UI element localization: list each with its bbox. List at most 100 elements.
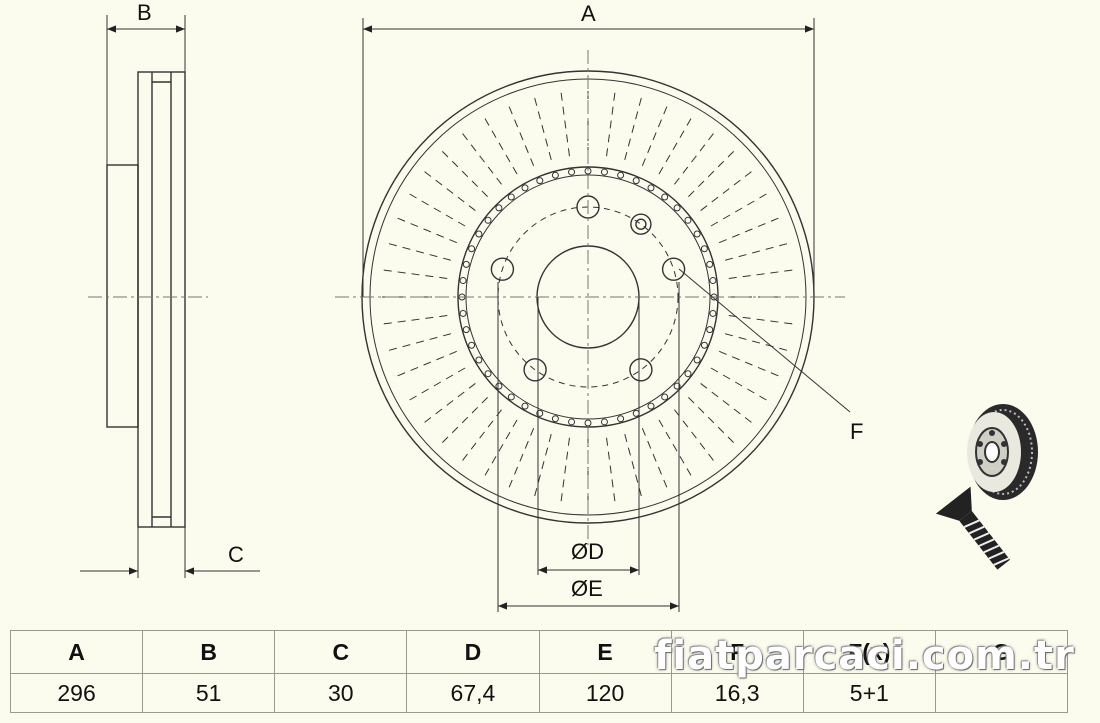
value-cell: 51 xyxy=(142,673,276,713)
vent-slot xyxy=(440,149,488,197)
value-cell: 120 xyxy=(538,673,672,713)
vent-slot xyxy=(725,242,790,261)
inner-notch xyxy=(706,260,714,268)
value-cell: 16,3 xyxy=(670,673,804,713)
header-cell: E xyxy=(538,630,672,674)
value-cell: 296 xyxy=(9,673,144,713)
header-cell: F xyxy=(670,630,804,674)
dimension-d-label: ØD xyxy=(571,539,604,564)
vent-slot xyxy=(407,367,466,402)
inner-notch xyxy=(693,230,701,238)
inner-notch xyxy=(459,309,467,317)
inner-notch xyxy=(551,171,559,179)
vent-slot xyxy=(700,383,754,425)
header-cell: C xyxy=(274,630,408,674)
inner-notch xyxy=(617,171,625,179)
inner-notch xyxy=(661,393,669,401)
dimension-c-label: C xyxy=(228,542,244,567)
vent-slot xyxy=(688,397,736,445)
inner-notch xyxy=(647,184,655,192)
vent-slot xyxy=(422,169,476,211)
value-cell xyxy=(934,673,1069,713)
vent-slot xyxy=(507,427,535,490)
inner-notch xyxy=(507,393,515,401)
inner-notch xyxy=(462,326,470,334)
vent-slot xyxy=(560,90,570,157)
vent-slot xyxy=(718,350,781,378)
vent-slot xyxy=(658,419,693,478)
inner-notch xyxy=(600,418,608,426)
vent-slot xyxy=(381,269,448,279)
inner-notch xyxy=(647,402,655,410)
vent-slot xyxy=(460,409,502,463)
screw-hole-outer xyxy=(630,213,652,235)
inner-notch xyxy=(617,415,625,423)
header-cell: B xyxy=(142,630,276,674)
inner-notch xyxy=(700,245,708,253)
inner-notch xyxy=(495,382,503,390)
specification-table: A B C D E F F(x) G 296 51 30 67,4 120 16… xyxy=(9,630,1069,713)
dimension-f-label: F xyxy=(850,419,863,444)
bolt-hole xyxy=(661,257,686,281)
value-cell: 5+1 xyxy=(802,673,936,713)
screw-hole-inner xyxy=(635,218,647,230)
brake-disc-3d-icon xyxy=(967,404,1038,500)
vent-slot xyxy=(728,269,795,279)
vent-slot xyxy=(533,434,552,499)
inner-notch xyxy=(521,184,529,192)
inner-notch xyxy=(600,168,608,176)
bolt-hole xyxy=(629,358,653,382)
inner-notch xyxy=(684,370,692,378)
inner-notches xyxy=(458,167,718,427)
countersunk-screw-icon xyxy=(935,486,1010,570)
inner-notch xyxy=(673,204,681,212)
table-row: 296 51 30 67,4 120 16,3 5+1 xyxy=(9,673,1069,713)
inner-notch xyxy=(632,409,640,417)
vent-slot xyxy=(422,383,476,425)
inner-notch xyxy=(568,168,576,176)
vent-slot xyxy=(700,169,754,211)
ventilation-slots xyxy=(380,89,796,505)
vent-slot xyxy=(533,95,552,160)
vent-slot xyxy=(395,350,458,378)
vent-slot xyxy=(641,427,669,490)
inner-notch xyxy=(475,356,483,364)
inner-notch xyxy=(468,245,476,253)
inner-notch xyxy=(484,216,492,224)
header-cell: D xyxy=(406,630,540,674)
vent-slot xyxy=(688,149,736,197)
value-cell: 67,4 xyxy=(406,673,540,713)
vent-slot xyxy=(483,419,518,478)
vent-slot xyxy=(658,116,693,175)
bolt-hole xyxy=(490,257,515,281)
inner-notch xyxy=(536,177,544,185)
inner-notch xyxy=(495,204,503,212)
header-cell: G xyxy=(934,630,1069,674)
inner-notch xyxy=(632,177,640,185)
front-view xyxy=(335,18,851,612)
vent-slot xyxy=(710,367,769,402)
vent-slot xyxy=(728,315,795,325)
inner-notch xyxy=(462,260,470,268)
vent-slot xyxy=(674,131,716,185)
inner-notch xyxy=(459,277,467,285)
side-view xyxy=(80,15,260,578)
header-cell: F(x) xyxy=(802,630,936,674)
inner-notch xyxy=(536,409,544,417)
vent-slot xyxy=(725,333,790,352)
header-cell: A xyxy=(9,630,144,674)
vent-slot xyxy=(407,192,466,227)
vent-slot xyxy=(624,434,643,499)
inner-notch xyxy=(551,415,559,423)
inner-notch xyxy=(709,309,717,317)
vent-slot xyxy=(440,397,488,445)
inner-notch xyxy=(673,382,681,390)
table-header-row: A B C D E F F(x) G xyxy=(9,630,1069,674)
inner-notch xyxy=(693,356,701,364)
vent-slot xyxy=(641,104,669,167)
vent-slot xyxy=(386,333,451,352)
inner-notch xyxy=(700,341,708,349)
inner-notch xyxy=(684,216,692,224)
dimension-a-label: A xyxy=(581,1,596,26)
